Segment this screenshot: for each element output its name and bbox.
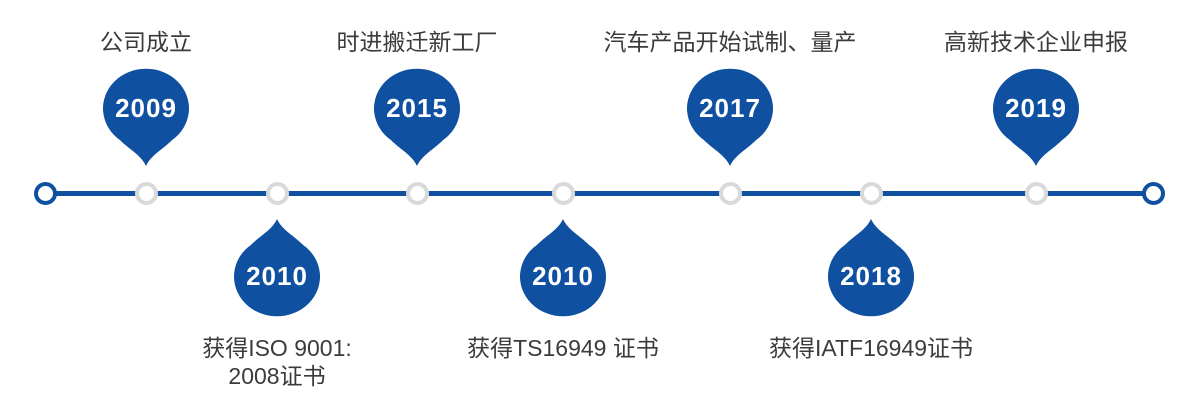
year-balloon-icon: 2010 (227, 219, 327, 317)
milestone-label: 获得TS16949 证书 (467, 335, 659, 361)
milestone-label: 获得IATF16949证书 (768, 335, 974, 361)
milestone-label: 汽车产品开始试制、量产 (603, 29, 857, 55)
timeline-node (551, 181, 575, 205)
milestone-year: 2015 (386, 93, 448, 123)
year-balloon-icon: 2010 (513, 219, 613, 317)
year-balloon-icon: 2018 (821, 219, 921, 317)
year-balloon-icon: 2017 (680, 68, 780, 166)
timeline-node (134, 181, 158, 205)
year-balloon-icon: 2009 (96, 68, 196, 166)
timeline-node (265, 181, 289, 205)
timeline-node (405, 181, 429, 205)
milestone-year: 2018 (840, 261, 902, 291)
timeline-axis-line (45, 190, 1153, 196)
milestone-year: 2017 (699, 93, 761, 123)
milestone-year: 2009 (115, 93, 177, 123)
year-balloon-icon: 2019 (986, 68, 1086, 166)
timeline-node (859, 181, 883, 205)
timeline-endpoint-right (1141, 181, 1165, 205)
milestone-label: 高新技术企业申报 (944, 29, 1128, 55)
timeline-node (1024, 181, 1048, 205)
timeline-node (718, 181, 742, 205)
year-balloon-icon: 2015 (367, 68, 467, 166)
milestone-label: 获得ISO 9001: 2008证书 (202, 335, 352, 389)
milestone-year: 2010 (246, 261, 308, 291)
milestone-year: 2019 (1005, 93, 1067, 123)
milestone-label: 时进搬迁新工厂 (336, 29, 498, 55)
timeline-endpoint-left (33, 181, 57, 205)
milestone-label: 公司成立 (100, 29, 192, 55)
milestone-year: 2010 (532, 261, 594, 291)
